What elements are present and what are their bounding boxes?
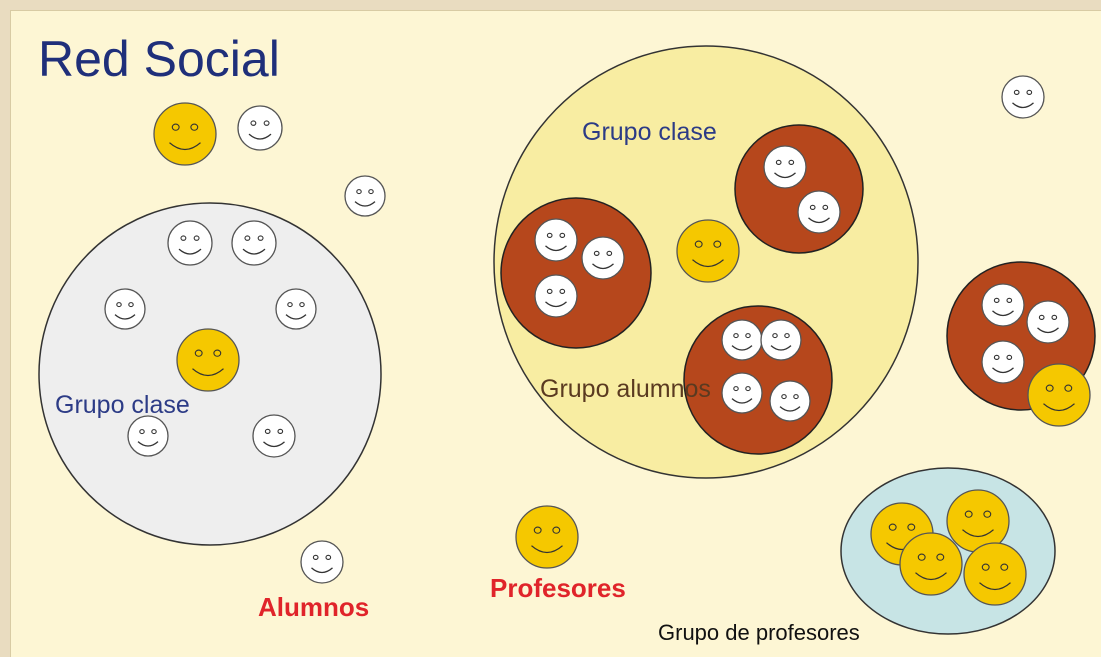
diagram-title: Red Social <box>38 31 280 87</box>
student-smiley-icon <box>1026 300 1070 344</box>
student-smiley-icon <box>721 372 763 414</box>
teacher-smiley-icon <box>1027 363 1091 427</box>
teacher-smiley-icon <box>946 489 1010 553</box>
student-smiley-icon <box>763 145 807 189</box>
student-smiley-icon <box>797 190 841 234</box>
teacher-smiley-icon <box>153 102 217 166</box>
group-grupo-alumnos <box>500 197 652 349</box>
student-smiley-icon <box>981 340 1025 384</box>
student-smiley-icon <box>534 218 578 262</box>
teacher-smiley-icon <box>899 532 963 596</box>
student-smiley-icon <box>252 414 296 458</box>
group-grupo-alumnos <box>734 124 864 254</box>
student-smiley-icon <box>981 283 1025 327</box>
teacher-smiley-icon <box>676 219 740 283</box>
student-smiley-icon <box>769 380 811 422</box>
label-profesores: Profesores <box>490 573 626 603</box>
label-grupo-alumnos: Grupo alumnos <box>540 375 711 403</box>
teacher-smiley-icon <box>515 505 579 569</box>
label-grupo-clase-center: Grupo clase <box>582 118 717 146</box>
student-smiley-icon <box>104 288 146 330</box>
student-smiley-icon <box>300 540 344 584</box>
student-smiley-icon <box>760 319 802 361</box>
label-alumnos: Alumnos <box>258 592 370 622</box>
student-smiley-icon <box>127 415 169 457</box>
teacher-smiley-icon <box>963 542 1027 606</box>
student-smiley-icon <box>344 175 386 217</box>
student-smiley-icon <box>1001 75 1045 119</box>
student-smiley-icon <box>534 274 578 318</box>
student-smiley-icon <box>275 288 317 330</box>
student-smiley-icon <box>167 220 213 266</box>
student-smiley-icon <box>721 319 763 361</box>
teacher-smiley-icon <box>176 328 240 392</box>
student-smiley-icon <box>237 105 283 151</box>
student-smiley-icon <box>581 236 625 280</box>
student-smiley-icon <box>231 220 277 266</box>
label-grupo-profesores: Grupo de profesores <box>658 620 860 645</box>
label-grupo-clase-left: Grupo clase <box>55 391 190 419</box>
